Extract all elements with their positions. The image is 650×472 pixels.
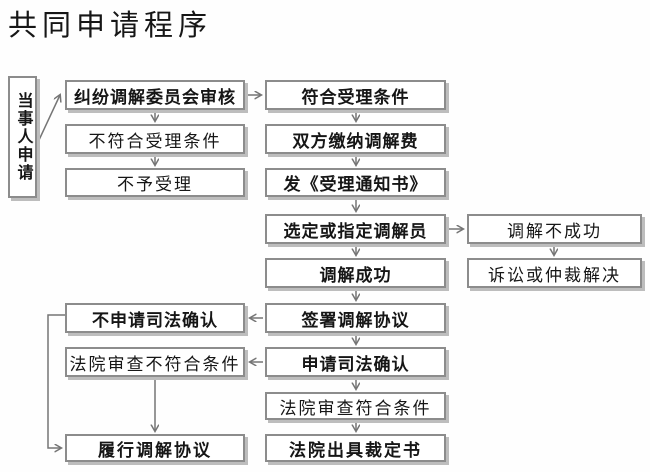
page-title: 共同申请程序: [8, 10, 213, 42]
node-committee-review: 纠纷调解委员会审核: [65, 80, 245, 110]
node-court-meet: 法院审查符合条件: [265, 392, 446, 420]
node-litigation: 诉讼或仲裁解决: [467, 258, 642, 288]
node-not-meet: 不符合受理条件: [65, 124, 245, 154]
node-reject: 不予受理: [65, 168, 245, 197]
node-fail: 调解不成功: [467, 214, 642, 244]
node-meet: 符合受理条件: [265, 80, 446, 110]
arrow-applicant-committee: [38, 95, 60, 141]
node-fulfill: 履行调解协议: [65, 434, 245, 462]
node-success: 调解成功: [265, 258, 446, 288]
arrow-nojudicial-fulfill: [47, 314, 65, 448]
node-pay-fee: 双方缴纳调解费: [265, 124, 446, 154]
node-apply-judicial: 申请司法确认: [265, 347, 446, 377]
node-applicant: 当事人申请: [8, 76, 37, 198]
node-sign-agreement: 签署调解协议: [265, 303, 446, 333]
node-no-judicial: 不申请司法确认: [65, 303, 245, 333]
node-ruling: 法院出具裁定书: [265, 434, 446, 462]
node-court-not-meet: 法院审查不符合条件: [65, 347, 245, 377]
node-notice: 发《受理通知书》: [265, 168, 446, 197]
node-select-mediator: 选定或指定调解员: [265, 214, 446, 244]
